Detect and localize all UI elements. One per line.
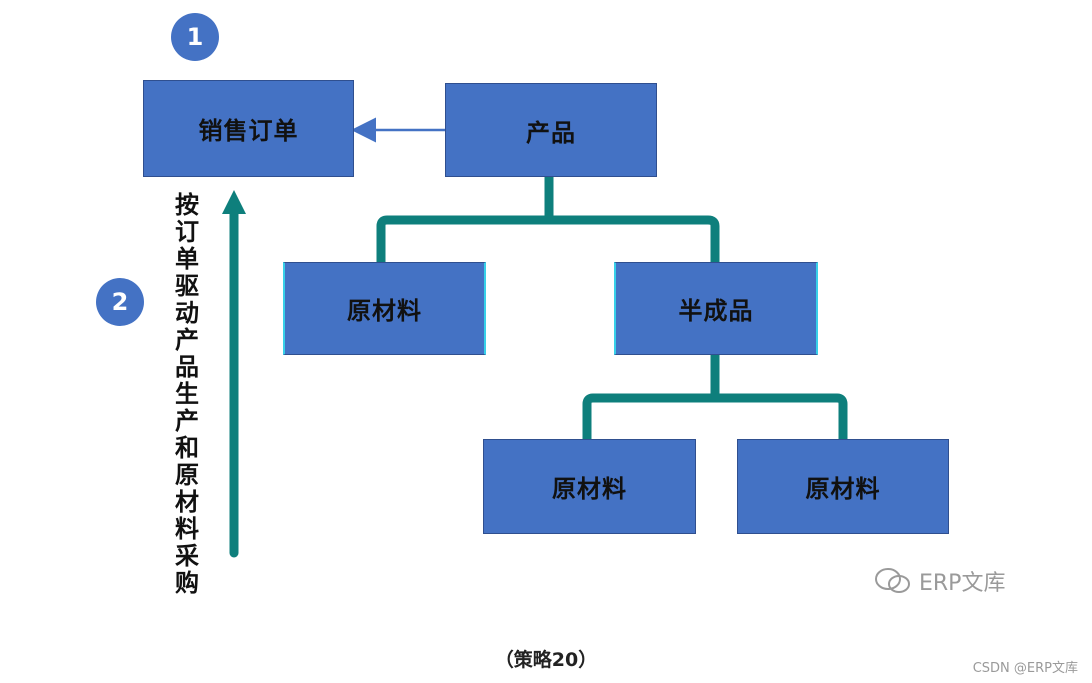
wechat-watermark: ERP文库: [873, 565, 1005, 597]
node-label: 原材料: [552, 475, 627, 503]
product-tree-connector: [376, 177, 720, 262]
step-badge-2: 2: [96, 278, 144, 326]
wechat-icon: [875, 568, 910, 593]
node-label: 原材料: [805, 475, 881, 503]
node-raw-material-2: 原材料: [483, 439, 696, 534]
step-badge-1: 1: [171, 13, 219, 61]
watermark-text: ERP文库: [919, 571, 1006, 596]
node-label: 销售订单: [198, 117, 299, 145]
node-label: 半成品: [678, 297, 754, 325]
node-label: 原材料: [347, 297, 422, 325]
drive-up-arrow: [222, 190, 246, 558]
node-raw-material-3: 原材料: [737, 439, 949, 534]
node-label: 产品: [526, 118, 576, 147]
semi-finished-tree-connector: [582, 355, 848, 439]
node-sales-order: 销售订单: [143, 80, 354, 177]
vertical-caption: 按订单驱动产品生产和原材料采购: [175, 191, 199, 597]
node-raw-material-1: 原材料: [283, 262, 486, 355]
node-semi-finished: 半成品: [614, 262, 818, 355]
figure-caption: （策略20）: [494, 649, 598, 671]
csdn-watermark: CSDN @ERP文库: [972, 661, 1078, 676]
node-product: 产品: [445, 83, 657, 177]
